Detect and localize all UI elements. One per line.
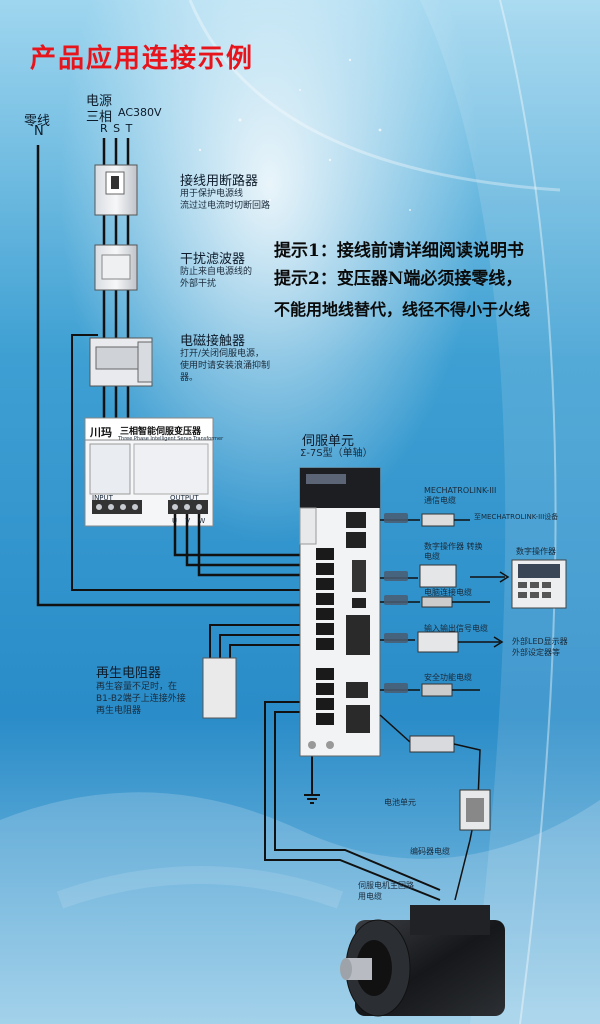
- cable-mechatrolink-label: MECHATROLINK-III 通信电缆: [424, 486, 497, 505]
- breaker-desc-2: 流过过电流时切断回路: [180, 201, 271, 211]
- ac-spec-label: AC380V: [118, 106, 162, 119]
- operator-cable-label: 数字操作器 转换电缆: [424, 542, 483, 561]
- transformer-name: 三相智能伺服变压器: [120, 427, 202, 437]
- motor-cable-label-1: 伺服电机主回路: [358, 881, 414, 890]
- contactor-desc-1: 打开/关闭伺服电源，: [180, 349, 265, 359]
- neutral-n-label: N: [34, 124, 44, 139]
- page-title: 产品应用连接示例: [30, 44, 255, 74]
- servo-model: Σ-7S型（单轴）: [300, 448, 373, 459]
- contactor-desc-3: 器。: [180, 373, 199, 383]
- motor-cable-label-2: 用电缆: [358, 892, 382, 901]
- regen-desc-2: B1-B2端子上连接外接: [96, 694, 186, 704]
- servo-title: 伺服单元: [302, 434, 355, 449]
- neutral-label: 零线: [24, 114, 51, 129]
- external-setter-label: 外部设定器等: [512, 648, 560, 657]
- power-source-label: 电源: [86, 94, 113, 109]
- regen-title: 再生电阻器: [96, 666, 162, 681]
- digital-operator-label: 数字操作器: [516, 547, 556, 556]
- breaker-desc-1: 用于保护电源线: [180, 189, 244, 199]
- pc-cable-label: 电脑连接电缆: [424, 588, 472, 597]
- regen-desc-3: 再生电阻器: [96, 706, 142, 716]
- filter-desc-2: 外部干扰: [180, 279, 217, 289]
- filter-title: 干扰滤波器: [180, 252, 246, 267]
- tip-2: 提示2：变压器N端必须接零线，: [274, 269, 523, 289]
- encoder-cable-label: 编码器电缆: [410, 847, 450, 856]
- safety-cable-label: 安全功能电缆: [424, 673, 472, 682]
- regen-desc-1: 再生容量不足时，在: [96, 682, 178, 692]
- transformer-brand: 川玛: [90, 426, 112, 439]
- phase-rst-label: R S T: [100, 122, 134, 135]
- transformer-input: INPUT: [92, 494, 113, 502]
- tip-3: 不能用地线替代，线径不得小于火线: [274, 300, 531, 319]
- transformer-uvw: U V W: [172, 517, 209, 525]
- contactor-title: 电磁接触器: [180, 334, 246, 349]
- transformer-en: Three Phase Intelligent Servo Transforme…: [118, 436, 224, 442]
- transformer-output: OUTPUT: [170, 494, 199, 502]
- three-phase-label: 三相: [86, 110, 113, 125]
- io-cable-label: 输入输出信号电缆: [424, 624, 488, 633]
- tip-1: 提示1：接线前请详细阅读说明书: [274, 241, 524, 261]
- external-led-label: 外部LED显示器: [512, 637, 568, 646]
- breaker-title: 接线用断路器: [180, 174, 259, 189]
- contactor-desc-2: 使用时请安装浪涌抑制: [180, 361, 271, 371]
- mechatrolink-device-label: 至MECHATROLINK-III设备: [474, 513, 559, 521]
- filter-desc-1: 防止来自电源线的: [180, 267, 253, 277]
- battery-unit-label: 电池单元: [384, 798, 416, 807]
